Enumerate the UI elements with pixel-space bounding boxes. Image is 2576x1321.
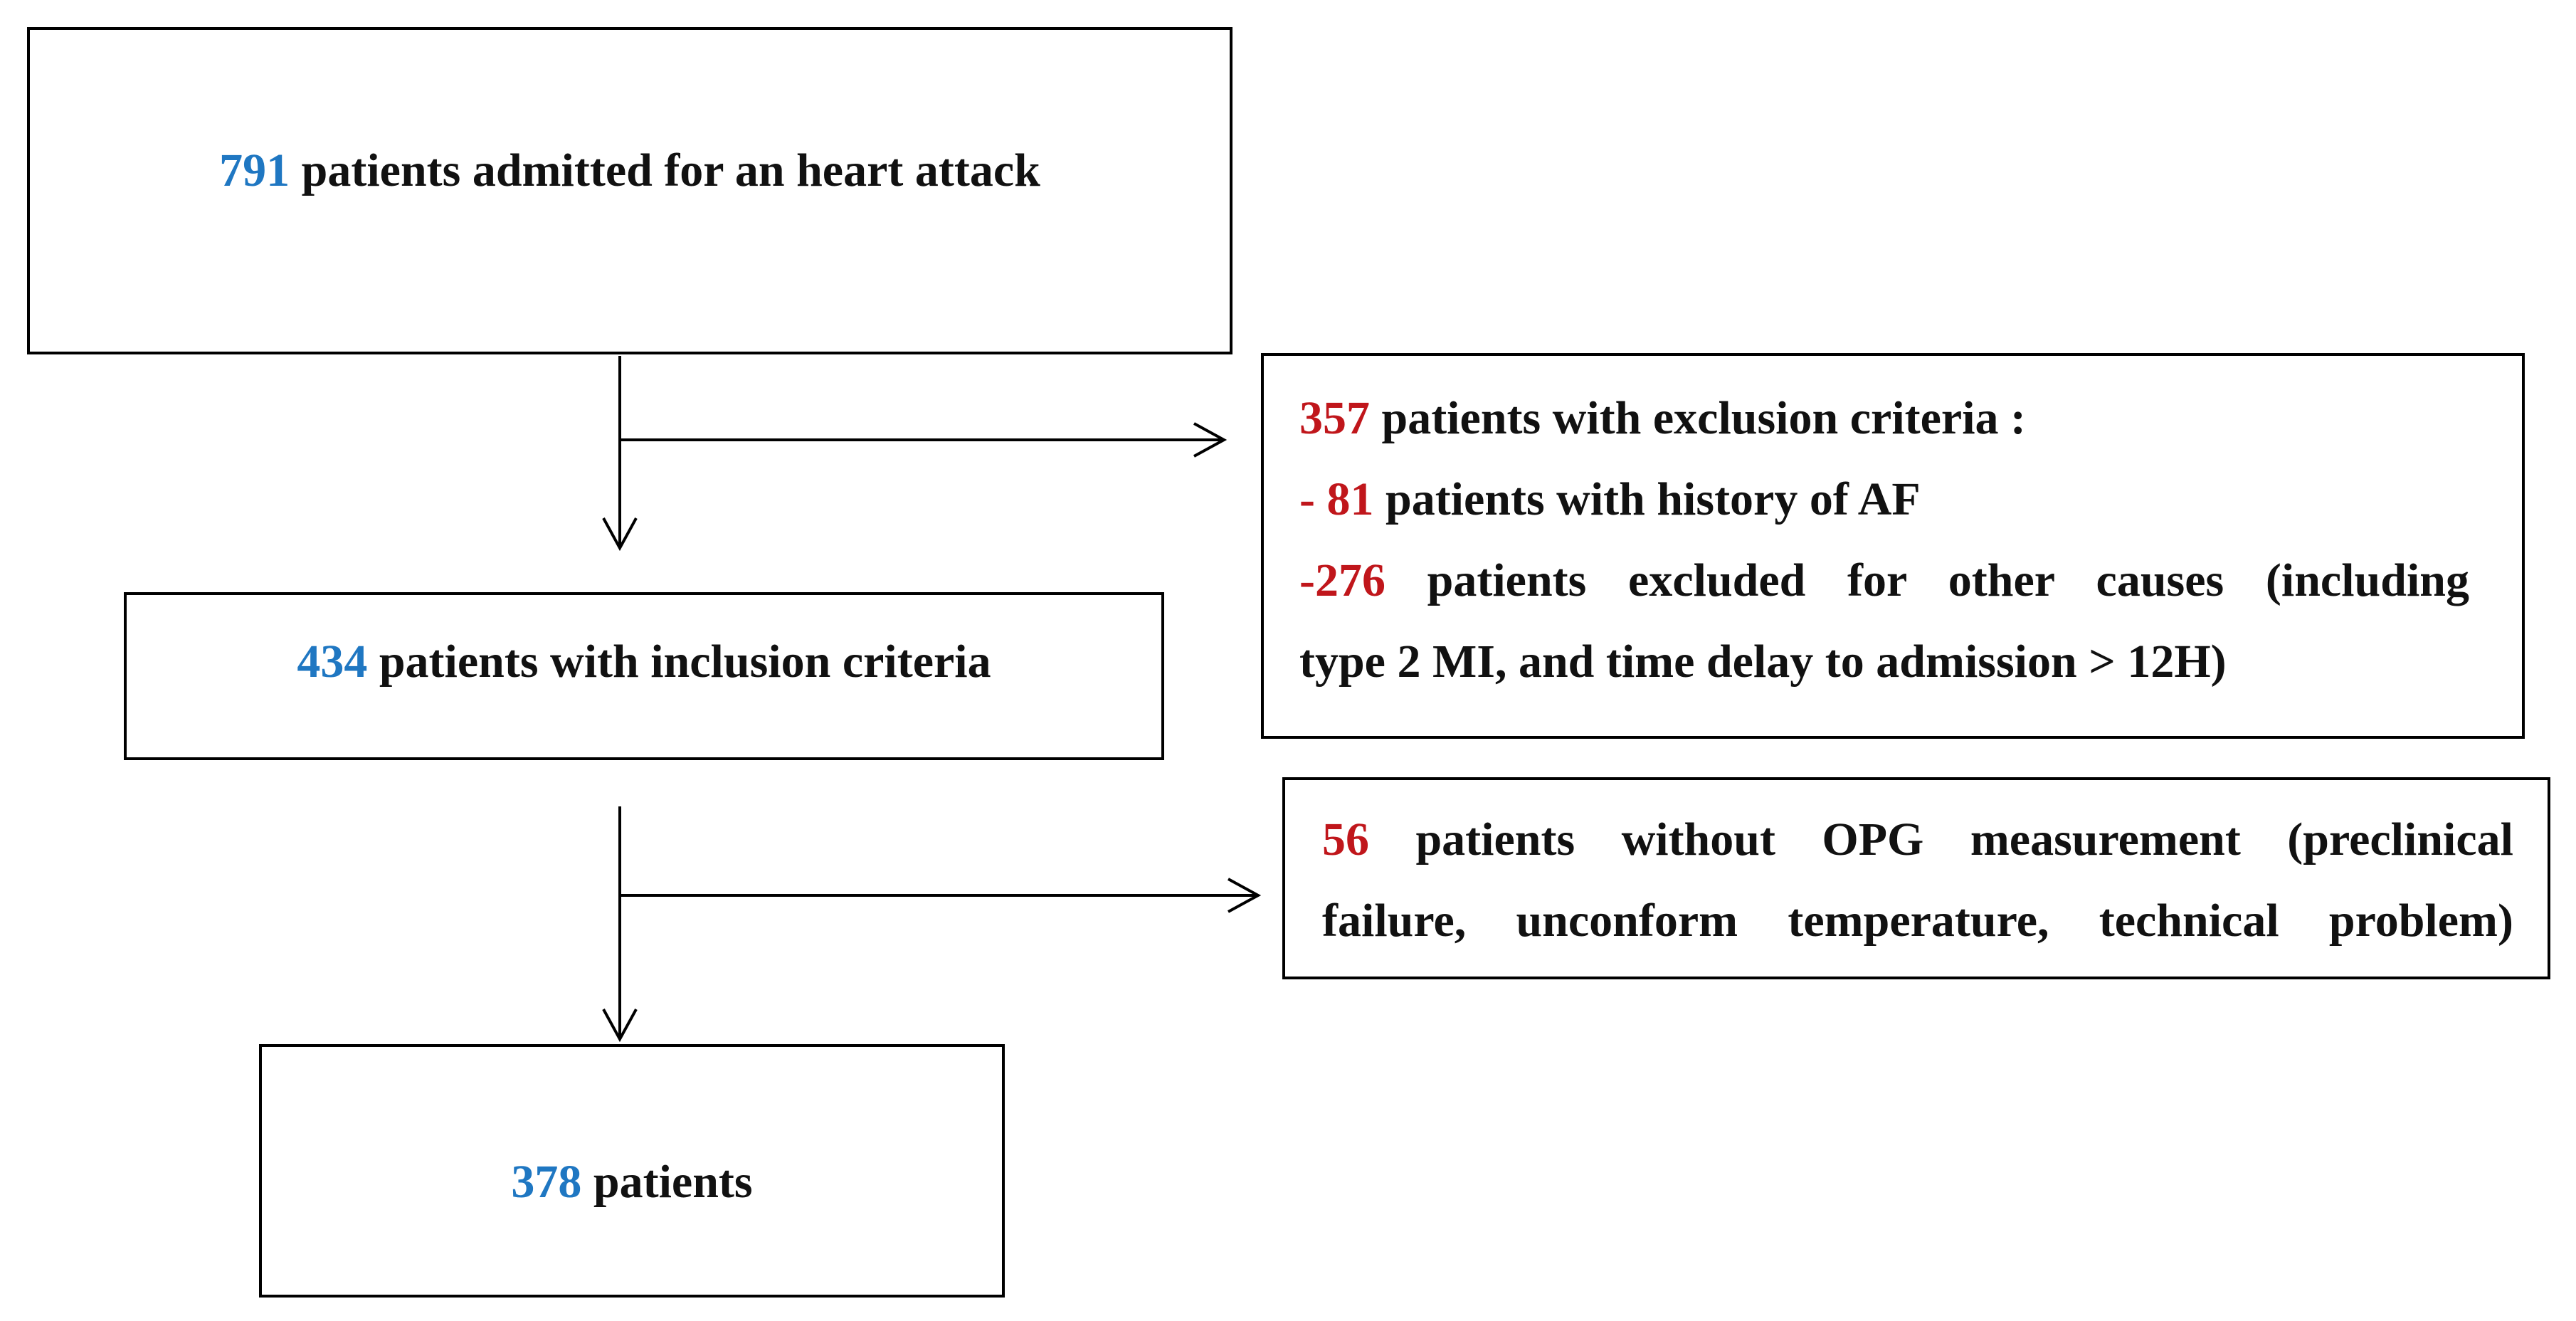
admitted-count: 791 <box>219 144 290 196</box>
arrow-head-final <box>602 1009 638 1043</box>
exclusion-line-2: - 81 patients with history of AF <box>1299 473 1921 527</box>
exclusion-line-3-text: patients excluded for other causes (incl… <box>1385 554 2469 606</box>
inclusion-box: 434 patients with inclusion criteria <box>124 592 1164 760</box>
arrow-head-no-opg <box>1228 878 1262 913</box>
final-box: 378 patients <box>259 1044 1005 1298</box>
exclusion-box: 357 patients with exclusion criteria : -… <box>1261 353 2525 739</box>
final-label: 378 patients <box>262 1155 1002 1209</box>
inclusion-text: patients with inclusion criteria <box>367 636 991 688</box>
exclusion-line-1: 357 patients with exclusion criteria : <box>1299 391 2026 446</box>
other-causes-count: -276 <box>1299 554 1385 606</box>
exclusion-total-count: 357 <box>1299 392 1370 444</box>
no-opg-count: 56 <box>1322 814 1369 865</box>
no-opg-line-2: failure, unconform temperature, technica… <box>1322 894 2513 948</box>
exclusion-line-2-text: patients with history of AF <box>1373 473 1921 525</box>
final-count: 378 <box>511 1156 582 1208</box>
exclusion-line-1-text: patients with exclusion criteria : <box>1370 392 2027 444</box>
admitted-text: patients admitted for an heart attack <box>290 144 1040 196</box>
no-opg-box: 56 patients without OPG measurement (pre… <box>1282 777 2550 979</box>
admitted-label: 791 patients admitted for an heart attac… <box>30 144 1230 198</box>
inclusion-count: 434 <box>297 636 368 688</box>
no-opg-line-1: 56 patients without OPG measurement (pre… <box>1322 813 2513 867</box>
exclusion-line-4-text: type 2 MI, and time delay to admission >… <box>1299 636 2227 688</box>
no-opg-line-1-text: patients without OPG measurement (precli… <box>1369 814 2513 865</box>
exclusion-line-3: -276 patients excluded for other causes … <box>1299 554 2469 608</box>
admitted-box: 791 patients admitted for an heart attac… <box>27 27 1232 354</box>
final-text: patients <box>581 1156 753 1208</box>
exclusion-line-4: type 2 MI, and time delay to admission >… <box>1299 635 2227 689</box>
arrow-head-inclusion <box>602 517 638 552</box>
arrow-head-exclusion <box>1193 422 1228 458</box>
af-count: - 81 <box>1299 473 1374 525</box>
inclusion-label: 434 patients with inclusion criteria <box>127 635 1161 689</box>
no-opg-line-2-text: failure, unconform temperature, technica… <box>1322 895 2513 947</box>
